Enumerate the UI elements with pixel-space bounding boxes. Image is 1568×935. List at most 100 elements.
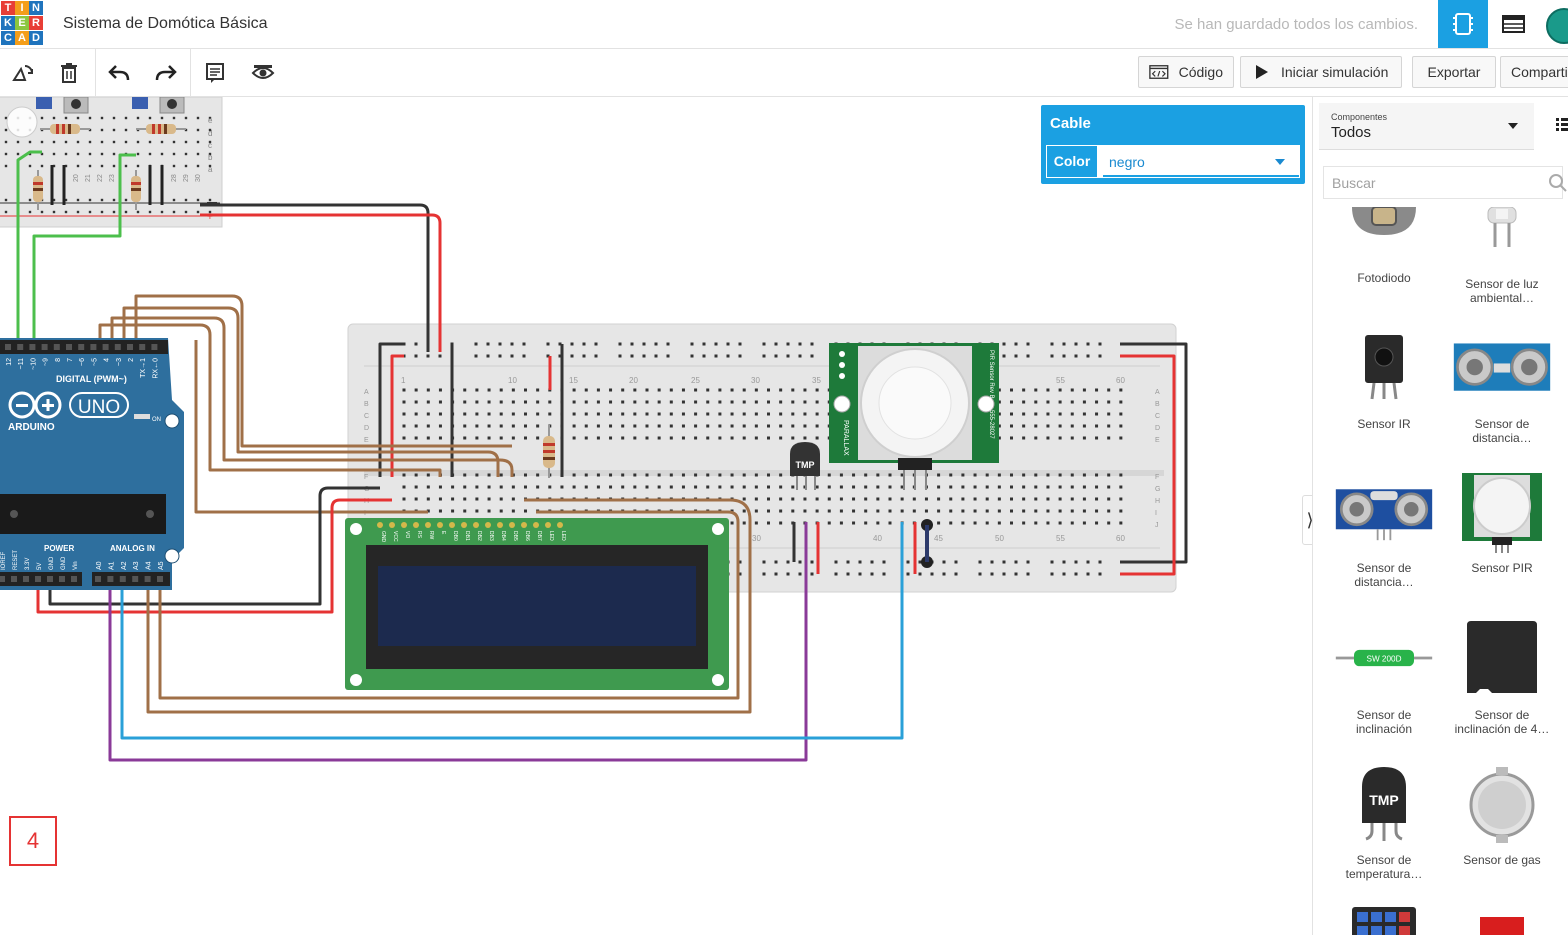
lcd-pin-label: DB3 (488, 531, 494, 541)
circuit-drawing[interactable]: e d c b a 20 21 22 23 28 29 30 — + (0, 97, 1312, 935)
resistor[interactable] (40, 124, 90, 134)
share-button[interactable]: Comparti (1500, 56, 1568, 88)
wire-green[interactable] (16, 150, 42, 340)
wire-black[interactable] (378, 342, 404, 477)
wire-black[interactable] (200, 203, 430, 352)
breadboard-hole (876, 509, 880, 513)
wire-purple[interactable] (108, 522, 808, 762)
wire-blue[interactable] (120, 522, 904, 740)
breadboard-hole (815, 485, 819, 489)
breadboard-hole (791, 412, 795, 416)
code-button[interactable]: Código (1138, 56, 1234, 88)
component-tilt-sensor[interactable]: SW 200D Sensor de inclinación (1329, 623, 1439, 736)
wire-brown[interactable] (110, 316, 514, 477)
breadboard-hole (949, 521, 953, 525)
wire-black[interactable] (48, 486, 380, 606)
breadboard-hole (1046, 473, 1050, 477)
breadboard-hole (852, 497, 856, 501)
wire-red[interactable] (36, 498, 392, 614)
components-category-dropdown[interactable]: Componentes Todos (1319, 103, 1534, 150)
component-red-module[interactable] (1447, 915, 1557, 935)
step-badge[interactable]: 4 (9, 816, 57, 866)
wire-green[interactable] (32, 153, 136, 340)
breadboard-hole (621, 473, 625, 477)
breadboard-hole (536, 388, 540, 392)
color-dropdown[interactable]: negro (1103, 146, 1299, 177)
component-keypad[interactable] (1329, 905, 1439, 935)
project-title[interactable]: Sistema de Domótica Básica (63, 15, 268, 32)
list-view-icon[interactable] (1556, 117, 1568, 131)
wire-brown[interactable] (194, 340, 428, 514)
circuit-canvas[interactable]: e d c b a 20 21 22 23 28 29 30 — + (0, 97, 1312, 935)
breadboard-hole (669, 400, 673, 404)
wire-brown[interactable] (98, 323, 442, 477)
wire-red[interactable] (200, 213, 442, 352)
pir-sensor[interactable]: PARALLAX PIR Sensor Rev B 555-28027 (829, 343, 999, 490)
component-photodiode[interactable]: Fotodiodo (1329, 203, 1439, 303)
breadboard-hole (1107, 485, 1111, 489)
breadboard-hole (1046, 485, 1050, 489)
mini-breadboard[interactable]: e d c b a 20 21 22 23 28 29 30 — + (0, 97, 223, 228)
breadboard-hole (876, 521, 880, 525)
rail-hole (654, 342, 658, 346)
component-pir-sensor[interactable]: Sensor PIR (1447, 473, 1557, 575)
breadboard-hole (694, 424, 698, 428)
breadboard-hole (839, 509, 843, 513)
rail-hole (546, 354, 550, 358)
mini-row-label: d (208, 129, 212, 138)
visibility-button[interactable] (240, 49, 286, 96)
start-simulation-button[interactable]: Iniciar simulación (1240, 56, 1402, 88)
component-ir-sensor[interactable]: Sensor IR (1329, 333, 1439, 433)
resistor[interactable] (33, 170, 43, 210)
power-pin (23, 576, 29, 582)
breadboard-hole (1034, 509, 1038, 513)
resistor[interactable] (136, 124, 186, 134)
wires[interactable] (16, 150, 1188, 762)
breadboard-hole (112, 116, 116, 120)
wire-brown[interactable] (122, 306, 500, 477)
rotate-button[interactable] (0, 49, 46, 96)
component-search-input[interactable] (1323, 166, 1563, 199)
wire-red[interactable] (390, 354, 404, 477)
breadboard-hole (1022, 473, 1026, 477)
breadboard-hole (657, 436, 661, 440)
wire-red[interactable] (1120, 354, 1176, 576)
undo-button[interactable] (96, 49, 142, 96)
resistor[interactable] (131, 170, 141, 210)
notes-button[interactable] (192, 49, 238, 96)
component-temperature-sensor[interactable]: TMP Sensor de temperatura… (1329, 765, 1439, 881)
circuit-view-button[interactable] (1438, 0, 1488, 48)
arduino-uno[interactable]: UNO ARDUINO DIGITAL (PWM~) ON POWER ANAL… (0, 338, 184, 590)
drag-handle[interactable] (6, 106, 38, 138)
temperature-sensor[interactable]: TMP (790, 442, 820, 490)
rail-hole (1026, 560, 1030, 564)
resistor[interactable] (543, 425, 555, 478)
breadboard-hole (609, 485, 613, 489)
pushbutton-knob[interactable] (71, 99, 81, 109)
component-ultrasonic-sensor[interactable]: Sensor de distancia… (1447, 333, 1557, 445)
breadboard-hole (1058, 509, 1062, 513)
component-ambient-light-sensor[interactable]: Sensor de luz ambiental… (1447, 203, 1557, 305)
redo-button[interactable] (143, 49, 189, 96)
component-tilt-sensor-4[interactable]: Sensor de inclinación de 4… (1447, 619, 1557, 736)
wire-brown[interactable] (134, 294, 512, 448)
export-button[interactable]: Exportar (1412, 56, 1496, 88)
breadboard-hole (451, 509, 455, 513)
component-ultrasonic-sensor-4pin[interactable]: Sensor de distancia… (1329, 477, 1439, 589)
component-gas-sensor[interactable]: Sensor de gas (1447, 765, 1557, 867)
component-list-view-button[interactable] (1488, 0, 1538, 48)
pushbutton-cap[interactable] (36, 97, 52, 109)
tinkercad-logo[interactable]: T I N K E R C A D (0, 0, 44, 46)
wire-brown[interactable] (146, 498, 752, 714)
breadboard-hole (694, 388, 698, 392)
pushbutton-knob[interactable] (167, 99, 177, 109)
breadboard-hole (487, 473, 491, 477)
user-avatar[interactable] (1546, 8, 1568, 44)
breadboard-hole (742, 509, 746, 513)
logo-letter: I (15, 1, 29, 15)
wire-brown[interactable] (158, 510, 740, 700)
pushbutton-cap[interactable] (132, 97, 148, 109)
wire-black[interactable] (1120, 342, 1188, 564)
delete-button[interactable] (46, 49, 92, 96)
